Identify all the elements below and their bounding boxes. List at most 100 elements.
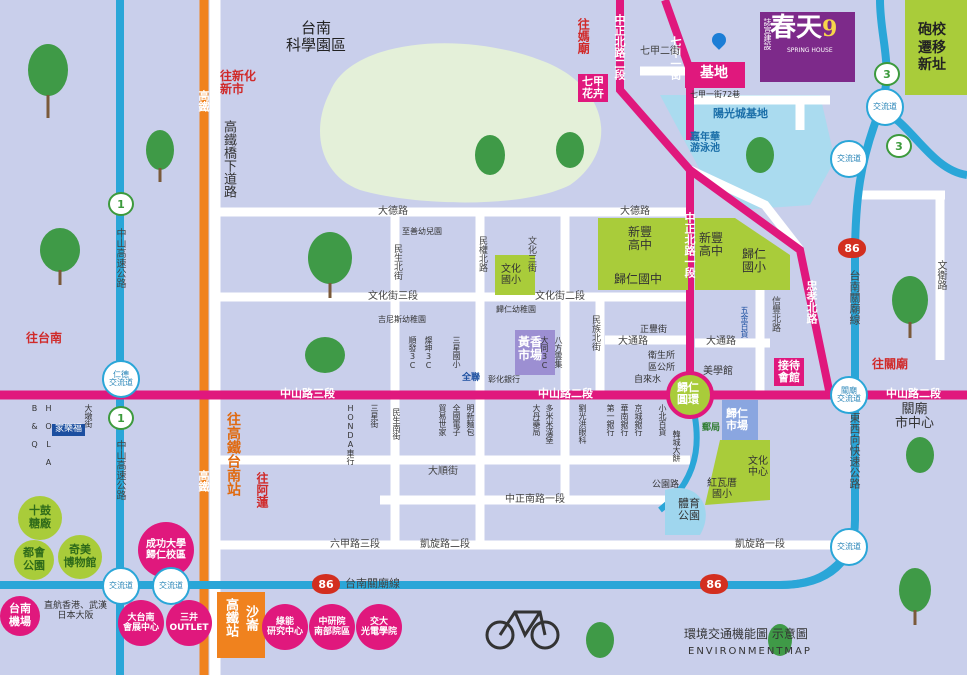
green-energy-poi[interactable]: 綠能 研究中心	[262, 604, 308, 650]
road-wenhua3-v-label: 文化三街	[526, 236, 536, 272]
shigu-poi[interactable]: 十鼓 糖廠	[18, 496, 62, 540]
road-tainan-guanmiao-vertical-label: 台南關廟線	[848, 270, 861, 325]
brand-name: 春天	[770, 13, 823, 43]
wenhua-center-label: 文化 中心	[748, 456, 768, 478]
shigu-label: 十鼓 糖廠	[29, 504, 51, 530]
sports-park-label: 體育 公園	[678, 497, 700, 523]
sunshine-label: 陽光城基地	[713, 107, 768, 120]
road-zhongshan-freeway-label-south: 中山高速公路	[114, 440, 125, 500]
ncsist-poi[interactable]: 中研院 南部院區	[309, 604, 355, 650]
jiaoliu5-ramp-icon: 交流道	[830, 140, 868, 178]
route-1b-label: 1	[117, 411, 125, 425]
brand-developer: 誌宣建設	[763, 18, 772, 50]
road-zhongzheng-1-label: 中正南路一段	[505, 494, 565, 505]
shop-shunfa-label: 順發3C	[408, 336, 417, 370]
bq-label: B & Q	[30, 404, 39, 449]
shop-nanhe-label: 華南銀行	[620, 404, 629, 436]
route-3-shield-icon: 3	[874, 62, 900, 86]
renwen-exit-label: 仁德 交流道	[109, 369, 133, 387]
ncku-label: 成功大學 歸仁校區	[146, 538, 186, 562]
shop-self-label: 自來水	[634, 375, 662, 385]
route-1-shield-icon: 1	[108, 192, 134, 216]
route-86a-shield-icon: 86	[838, 238, 866, 258]
shop-duomi-label: 多米米漢堡	[545, 404, 554, 444]
road-hsr-label: 高鐵	[197, 90, 210, 112]
route-86c-label: 86	[706, 577, 722, 591]
shop-wujin-label: 五金百貨	[740, 306, 749, 338]
road-dacheng2-label: 大通路	[706, 336, 736, 347]
shop-huaguang-label: 劉光洪眼科	[578, 404, 587, 444]
road-wenhua-2-label: 文化街二段	[535, 291, 585, 302]
shop-baoan-label: 至善幼兒園	[402, 227, 442, 236]
science-park-label: 台南 科學園區	[286, 19, 347, 54]
road-kaixuan-2-label: 凱旋路二段	[420, 539, 470, 550]
jiaoliu4-label: 交流道	[837, 541, 861, 551]
jiaoliu5-label: 交流道	[837, 153, 861, 163]
gallery-label: 美學館	[703, 366, 733, 377]
shalun-label: 沙崙	[243, 605, 258, 631]
brand-number: 9	[822, 16, 838, 42]
route-86c-shield-icon: 86	[700, 574, 728, 594]
ncsist-label: 中研院 南部院區	[313, 616, 350, 637]
shop-guiren-kg-label: 歸仁幼稚園	[496, 305, 536, 314]
road-dacheng-label: 大通路	[618, 336, 648, 347]
to-tainan-direction: 往台南	[26, 331, 63, 345]
xinfeng-high2-label: 新豐 高中	[699, 231, 724, 259]
relocation-label: 砲校 遷移 新址	[918, 22, 946, 73]
to-xinshi-direction: 往新化 新市	[220, 69, 257, 97]
route-1b-shield-icon: 1	[108, 406, 134, 430]
guiren-market-label: 歸仁 市場	[726, 407, 748, 433]
road-kaixuan-1-label: 凱旋路一段	[735, 539, 785, 550]
xinfeng-high-label: 新豐 高中	[628, 225, 653, 253]
flights-label: 直航香港、武漢 日本大阪	[44, 601, 108, 621]
airport-poi[interactable]: 台南 機場	[0, 596, 40, 636]
pxmart-label: 全聯	[462, 373, 481, 383]
road-xinfeng-label: 信豐北路	[770, 296, 780, 332]
jiaoliu-label: 交流道	[109, 580, 133, 590]
road-qijia-1-label: 七甲一街	[669, 36, 682, 80]
shop-minshengjie-label: 民生南街	[392, 408, 401, 440]
jiaoliu-ramp-icon: 交流道	[102, 567, 140, 605]
shop-huanggong-label: 燦坤3C	[424, 336, 433, 370]
jiaoliu3-label: 交流道	[873, 101, 897, 111]
road-minquan-label: 民權北路	[477, 236, 487, 272]
welcome-center-label: 接待 會館	[774, 358, 804, 387]
duhui-poi[interactable]: 都會 公園	[14, 540, 54, 580]
mitsui-poi[interactable]: 三井 OUTLET	[166, 600, 212, 646]
road-qijia-2-label: 七甲二街	[640, 46, 680, 57]
legend-title: 環境交通機能圖 示意圖	[684, 627, 808, 641]
site-label: 基地	[700, 65, 728, 81]
dananexpo-poi[interactable]: 大台南 會展中心	[118, 600, 164, 646]
carrefour-label: 家樂福	[52, 424, 86, 436]
jiaoliu3-ramp-icon: 交流道	[866, 88, 904, 126]
qijia-flower-label: 七甲 花卉	[578, 74, 608, 103]
chimei-poi[interactable]: 奇美 博物館	[58, 535, 102, 579]
shop-bank2-label: 第一銀行	[606, 404, 615, 436]
shop-jiren-label: 吉尼斯幼稚園	[378, 315, 426, 324]
brand-logo: 春天9	[770, 14, 837, 43]
jiaoda-poi[interactable]: 交大 光電學院	[356, 604, 402, 650]
shop-flower-label: 小北百貨	[658, 404, 667, 436]
route-3b-label: 3	[895, 139, 903, 153]
guiren-junior-label: 歸仁國中	[614, 272, 663, 286]
site-address: 七甲一街72巷	[690, 90, 741, 99]
road-dashun-label: 大順街	[428, 466, 458, 477]
hsr-station-label: 高鐵站	[223, 598, 238, 637]
airport-label: 台南 機場	[9, 602, 31, 628]
dananexpo-label: 大台南 會展中心	[122, 612, 159, 633]
road-wenhua-3-label: 文化街三段	[368, 291, 418, 302]
road-dade-label: 大德路	[378, 206, 408, 217]
hola-label: H O L A	[44, 404, 53, 467]
legend-subtitle: ENVIRONMENTMAP	[688, 646, 812, 657]
route-86b-label: 86	[318, 577, 334, 591]
dacity-label: 大墩街	[84, 404, 93, 428]
huangxiang-market-label: 黃香 市場	[518, 335, 543, 363]
road-dade2-label: 大德路	[620, 206, 650, 217]
route-3-label: 3	[883, 67, 891, 81]
route-3b-shield-icon: 3	[886, 134, 912, 158]
shop-dadan-label: 大丹藥局	[532, 404, 541, 436]
guanmiao-exit-icon: 關廟 交流道	[830, 376, 868, 414]
to-mazu-direction: 往媽廟	[576, 18, 591, 54]
guiren-elem-label: 歸仁 國小	[742, 247, 767, 275]
